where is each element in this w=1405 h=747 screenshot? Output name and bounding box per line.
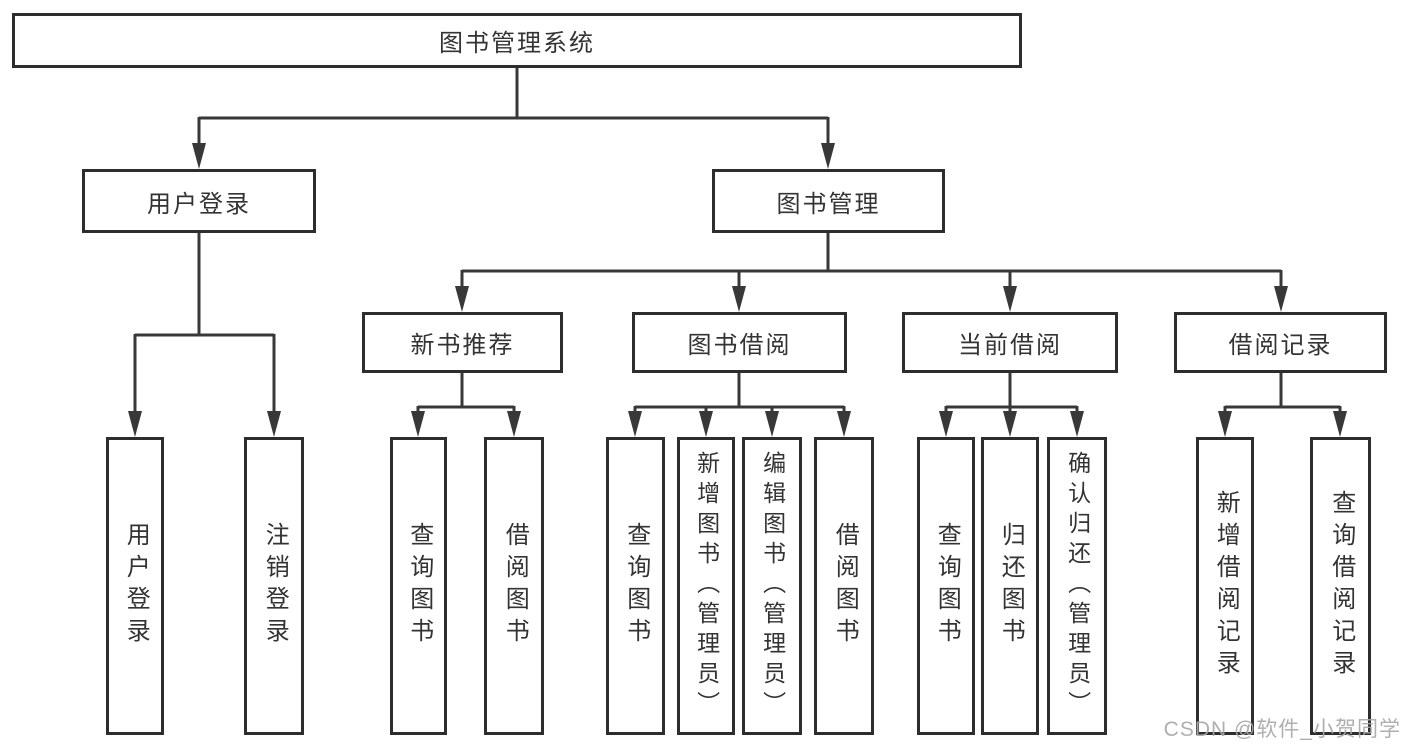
node-user-login: 用户登录 xyxy=(82,169,316,233)
leaf-add-borrow-record: 新增借阅记录 xyxy=(1196,437,1254,735)
leaf-borrow-books-recommend: 借阅图书 xyxy=(484,437,544,735)
node-book-management: 图书管理 xyxy=(712,169,945,233)
leaf-query-books-borrowing: 查询图书 xyxy=(606,437,665,735)
node-label: 图书管理 xyxy=(776,190,881,218)
node-label: 查询借阅记录 xyxy=(1327,490,1355,682)
node-library-management-system: 图书管理系统 xyxy=(12,13,1022,68)
leaf-confirm-return-admin: 确认归还（管理员） xyxy=(1047,437,1107,735)
node-new-book-recommend: 新书推荐 xyxy=(362,312,563,373)
node-label: 注销登录 xyxy=(261,522,289,650)
node-label: 确认归还（管理员） xyxy=(1064,451,1091,721)
node-label: 当前借阅 xyxy=(958,332,1062,359)
leaf-user-login: 用户登录 xyxy=(106,437,164,735)
leaf-return-books: 归还图书 xyxy=(981,437,1039,735)
node-book-borrowing: 图书借阅 xyxy=(632,312,847,373)
node-label: 用户登录 xyxy=(147,190,251,218)
node-label: 查询图书 xyxy=(933,522,961,650)
node-label: 编辑图书（管理员） xyxy=(759,451,786,721)
node-label: 用户登录 xyxy=(122,522,150,650)
node-label: 新增图书（管理员） xyxy=(693,451,720,721)
node-label: 图书管理系统 xyxy=(439,30,595,57)
node-label: 图书借阅 xyxy=(687,332,792,359)
node-label: 归还图书 xyxy=(997,522,1025,650)
csdn-watermark: CSDN @软件_小贺同学 xyxy=(1163,718,1401,741)
arrowhead-icons xyxy=(128,143,1347,437)
node-label: 查询图书 xyxy=(405,522,433,650)
leaf-add-books-admin: 新增图书（管理员） xyxy=(677,437,735,735)
leaf-edit-books-admin: 编辑图书（管理员） xyxy=(742,437,802,735)
leaf-query-borrow-record: 查询借阅记录 xyxy=(1310,437,1371,735)
node-label: 新书推荐 xyxy=(410,332,515,359)
node-label: 借阅记录 xyxy=(1228,332,1333,359)
node-borrowing-records: 借阅记录 xyxy=(1174,312,1387,373)
leaf-query-books-current: 查询图书 xyxy=(917,437,975,735)
node-label: 借阅图书 xyxy=(831,522,859,650)
node-label: 查询图书 xyxy=(622,522,650,650)
leaf-query-books-recommend: 查询图书 xyxy=(390,437,447,735)
node-label: 新增借阅记录 xyxy=(1212,490,1240,682)
node-current-borrowing: 当前借阅 xyxy=(902,312,1118,373)
leaf-borrow-books-borrowing: 借阅图书 xyxy=(814,437,874,735)
node-label: 借阅图书 xyxy=(501,522,529,650)
leaf-logout: 注销登录 xyxy=(244,437,304,735)
